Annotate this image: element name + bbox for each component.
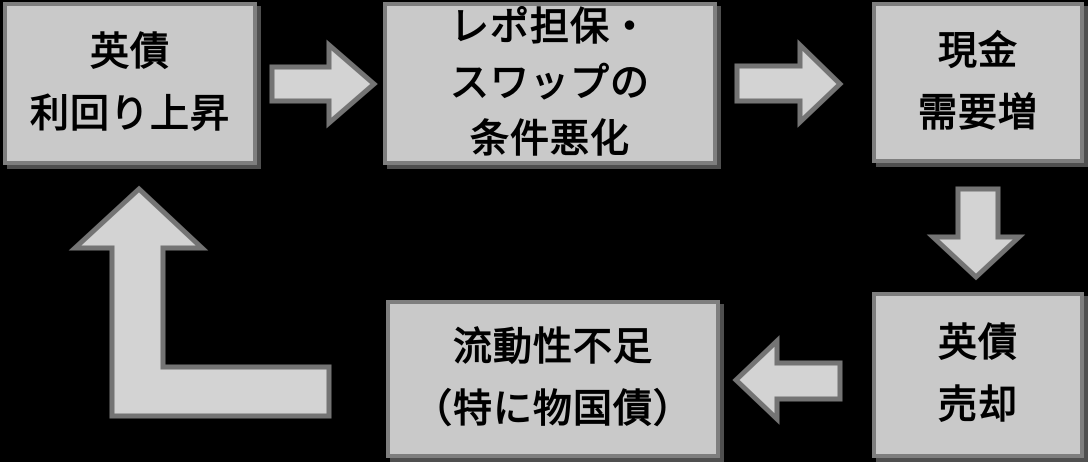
node-repo-swap-terms-worsen: レポ担保・ スワップの 条件悪化 [383,2,717,165]
node-text-line: スワップの [449,61,650,105]
node-text-line: 英債 [89,30,170,74]
arrow-down-cash-to-selling-icon [926,186,1026,281]
node-text-line: 売却 [937,384,1018,427]
node-text-line: （特に物国債） [412,388,693,431]
node-cash-demand-increase: 現金 需要増 [872,2,1084,163]
arrow-left-selling-to-liquidity-icon [732,335,843,425]
node-text-line: 流動性不足 [452,326,653,369]
node-text-line: 現金 [937,29,1018,73]
arrow-bent-up-liquidity-to-yield-icon [68,185,332,419]
node-text-line: 条件悪化 [469,117,630,161]
node-text-line: 利回り上昇 [29,92,230,136]
node-text-line: 英債 [937,322,1018,365]
arrow-right-yield-to-repo-icon [269,39,378,129]
node-gilt-yield-rise: 英債 利回り上昇 [3,2,257,165]
node-gilt-selling: 英債 売却 [872,292,1084,458]
node-text-line: 需要増 [917,91,1038,135]
arrow-right-repo-to-cash-icon [734,39,844,128]
node-text-line: レポ担保・ [449,5,650,49]
node-liquidity-shortage: 流動性不足 （特に物国債） [386,300,720,458]
